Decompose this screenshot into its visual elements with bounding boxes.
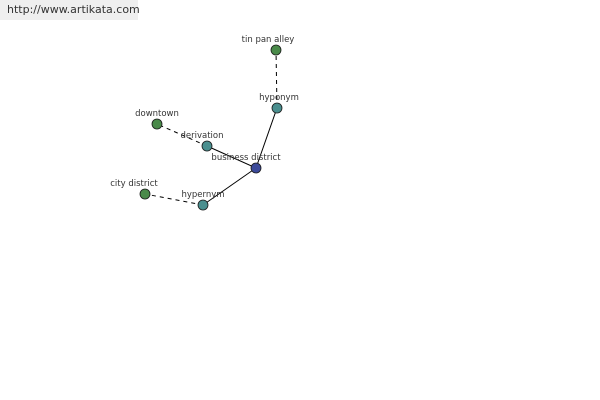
node-tin-pan-alley[interactable]: tin pan alley — [242, 35, 295, 56]
edge-business-district-to-hyponym — [255, 107, 278, 169]
watermark-url[interactable]: http://www.artikata.com — [0, 0, 140, 20]
node-marker-downtown[interactable] — [151, 118, 163, 130]
node-label-hypernym: hypernym — [181, 190, 224, 200]
edges-layer — [144, 49, 278, 206]
node-city-district[interactable]: city district — [110, 179, 158, 200]
nodes-layer: business district hyponym tin pan alley der… — [110, 35, 299, 211]
node-label-tin-pan-alley: tin pan alley — [242, 35, 295, 45]
node-marker-derivation[interactable] — [201, 140, 213, 152]
node-label-hyponym: hyponym — [259, 93, 299, 103]
node-marker-hypernym[interactable] — [197, 199, 209, 211]
edge-business-district-to-derivation — [206, 145, 257, 169]
edge-business-district-to-hypernym — [202, 167, 257, 206]
node-marker-city-district[interactable] — [139, 188, 151, 200]
node-downtown[interactable]: downtown — [135, 109, 179, 130]
node-label-downtown: downtown — [135, 109, 179, 119]
edge-hyponym-to-tin-pan-alley — [275, 49, 278, 109]
node-hypernym[interactable]: hypernym — [181, 190, 225, 211]
edge-hypernym-to-city-district — [144, 193, 204, 206]
node-label-derivation: derivation — [180, 131, 223, 141]
node-business-district[interactable]: business district — [211, 153, 281, 174]
node-marker-business-district[interactable] — [250, 162, 262, 174]
node-label-city-district: city district — [110, 179, 158, 189]
node-marker-hyponym[interactable] — [271, 102, 283, 114]
node-label-business-district: business district — [211, 153, 281, 163]
edge-derivation-to-downtown — [156, 123, 208, 147]
node-derivation[interactable]: derivation — [180, 131, 224, 152]
node-marker-tin-pan-alley[interactable] — [270, 44, 282, 56]
node-hyponym[interactable]: hyponym — [259, 93, 299, 114]
